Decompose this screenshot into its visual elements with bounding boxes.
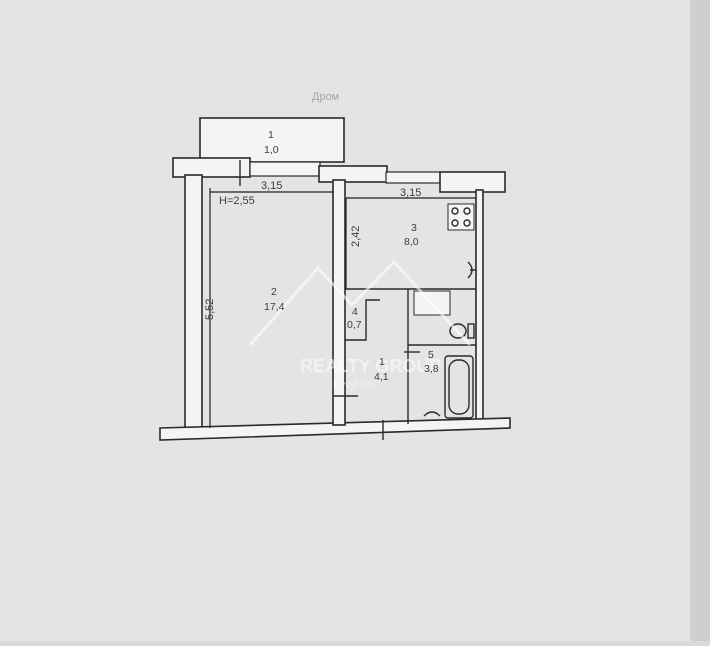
- room-balcony-area: 1,0: [264, 144, 279, 156]
- top-wall-right: [439, 171, 506, 193]
- partition-room2: [332, 179, 346, 426]
- window-balcony: [249, 161, 321, 177]
- room-5-number: 5: [428, 349, 434, 361]
- closet-wall: [345, 299, 380, 341]
- top-wall-mid: [318, 165, 388, 183]
- paper-shadow: [690, 0, 710, 641]
- room-hall-number: 1: [379, 356, 385, 368]
- balcony-outline: [199, 117, 345, 163]
- toilet-icon: [449, 323, 467, 339]
- left-wall: [184, 174, 203, 434]
- room-3-area: 8,0: [404, 236, 419, 248]
- dim-width-right: 3,15: [400, 187, 421, 199]
- bath-sink-icon: [423, 411, 441, 417]
- bathtub-icon: [444, 355, 474, 419]
- dim-height-left: 5,52: [204, 299, 216, 320]
- dim-width-left: 3,15: [261, 180, 282, 192]
- room-4-number: 4: [352, 306, 358, 318]
- burner-icon: [451, 219, 459, 227]
- toilet-tank-icon: [467, 323, 475, 339]
- right-wall: [475, 189, 484, 423]
- room-2-number: 2: [271, 286, 277, 298]
- burner-icon: [451, 207, 459, 215]
- watermark-brand: REALTY GROUP: [300, 356, 441, 376]
- room-2-area: 17,4: [264, 301, 285, 313]
- room-5-area: 3,8: [424, 363, 439, 375]
- bathtub-inner-icon: [448, 359, 470, 415]
- top-wall-left: [172, 157, 251, 178]
- bottom-wall: [159, 417, 511, 441]
- stove-icon: [447, 203, 475, 231]
- window-kitchen: [385, 171, 442, 184]
- ceiling-height: H=2,55: [219, 195, 255, 207]
- watermark-sub: Ryvyi Rih: [333, 380, 375, 391]
- pencil-scribble: Дром: [312, 91, 339, 103]
- room-3-number: 3: [411, 222, 417, 234]
- dim-kitchen-height: 2,42: [350, 226, 362, 247]
- room-4-area: 0,7: [347, 319, 362, 331]
- watermark-logo-roof: [248, 259, 472, 347]
- burner-icon: [463, 219, 471, 227]
- room-balcony-number: 1: [268, 129, 274, 141]
- burner-icon: [463, 207, 471, 215]
- room-hall-area: 4,1: [374, 371, 389, 383]
